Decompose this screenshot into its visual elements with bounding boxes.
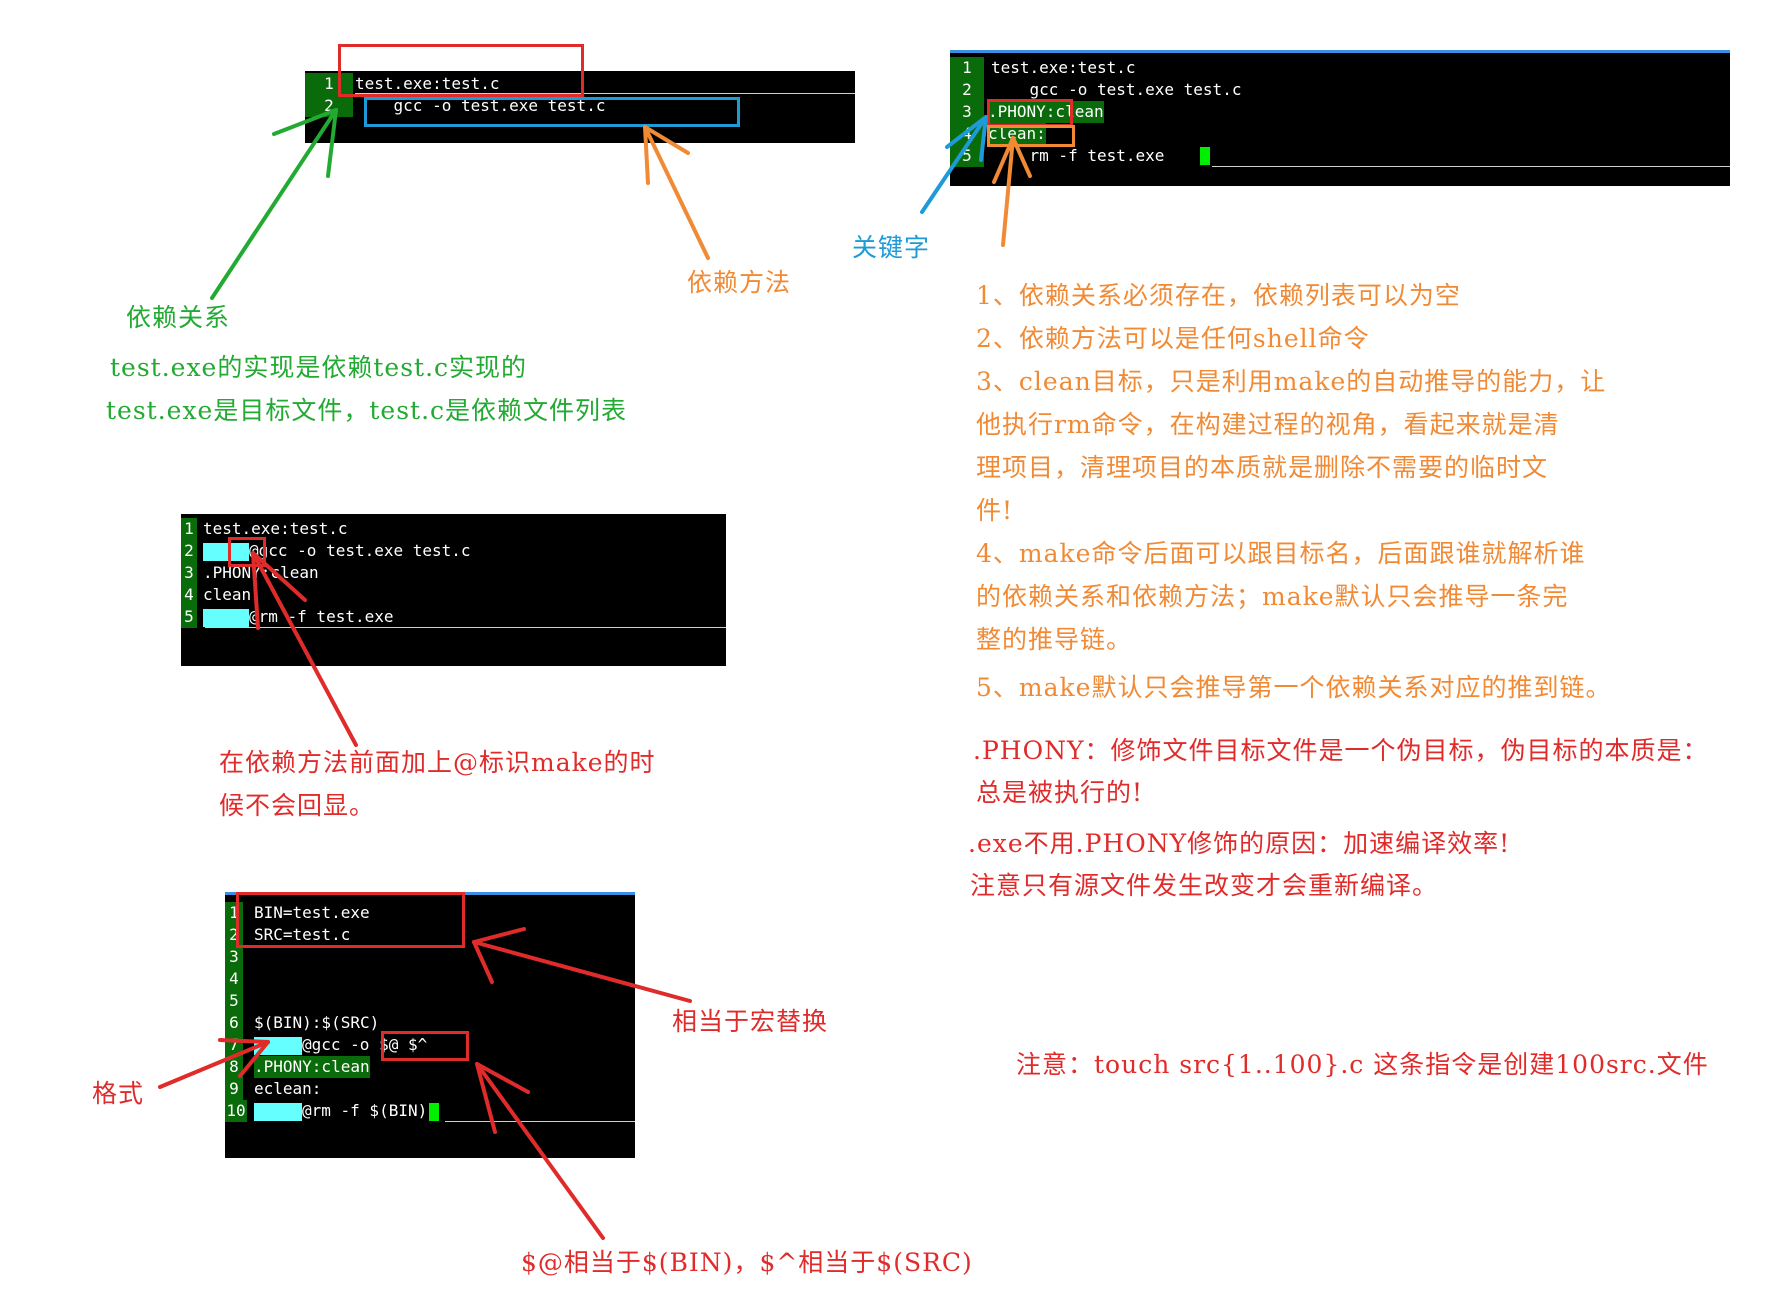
orange-arrow-method (643, 125, 710, 260)
cursorline-underline (355, 93, 855, 94)
terminal-3-line-1: 1 test.exe:test.c (181, 518, 726, 540)
line-number: 6 (225, 1012, 243, 1034)
note-2: 2、依赖方法可以是任何shell命令 (976, 324, 1370, 353)
cursorline-underline (1212, 166, 1730, 167)
line-number: 4 (950, 123, 984, 145)
terminal-3-line-4: 4 clean: (181, 584, 726, 606)
exe-note-line-1: .exe不用.PHONY修饰的原因：加速编译效率! (968, 829, 1511, 858)
terminal-4-line-5: 5 (225, 990, 635, 1012)
code-line: @rm -f test.exe (203, 606, 394, 628)
terminal-1: 1 test.exe:test.c 2 gcc -o test.exe test… (305, 71, 855, 159)
terminal-2-line-1: 1 test.exe:test.c (950, 57, 1730, 79)
note-3-line-3: 理项目，清理项目的本质就是删除不需要的临时文 (976, 453, 1549, 482)
terminal-4-line-10: 10 @rm -f $(BIN) (225, 1100, 635, 1122)
note-5: 5、make默认只会推导第一个依赖关系对应的推到链。 (976, 673, 1612, 702)
line-number: 5 (225, 990, 243, 1012)
code-text: @rm -f $(BIN) (302, 1101, 428, 1120)
phony-note-line-2: 总是被执行的! (976, 778, 1144, 807)
code-text: @rm -f test.exe (249, 607, 394, 626)
code-line: BIN=test.exe (254, 903, 370, 922)
note-3-line-4: 件! (976, 496, 1014, 525)
auto-vars-label: $@相当于$(BIN)，$^相当于$(SRC) (521, 1248, 973, 1277)
green-note-line-2: test.exe是目标文件，test.c是依赖文件列表 (106, 396, 628, 425)
line-number: 3 (950, 101, 984, 123)
line-number: 7 (225, 1034, 243, 1056)
clean-box (987, 125, 1075, 147)
note-4-line-1: 4、make命令后面可以跟目标名，后面跟谁就解析谁 (976, 539, 1586, 568)
code-line: test.exe:test.c (355, 74, 500, 93)
note-3-line-1: 3、clean目标，只是利用make的自动推导的能力，让 (976, 367, 1607, 396)
macro-label: 相当于宏替换 (672, 1007, 829, 1036)
line-number: 5 (950, 145, 984, 167)
dependency-relation-label: 依赖关系 (126, 303, 231, 332)
note-3-line-2: 他执行rm命令，在构建过程的视角，看起来就是清 (976, 410, 1560, 439)
cursor (429, 1102, 440, 1121)
terminal-4-line-3: 3 (225, 946, 635, 968)
code-line: .PHONY:clean (254, 1056, 370, 1078)
format-label: 格式 (92, 1079, 145, 1108)
cursorline-underline (205, 627, 726, 628)
window-top-border (950, 50, 1730, 53)
terminal-3-line-5: 5 @rm -f test.exe (181, 606, 726, 628)
touch-note: 注意：touch src{1..100}.c 这条指令是创建100src.文件 (1016, 1050, 1709, 1079)
tab-indent (254, 1102, 302, 1121)
phony-note-line-1: .PHONY：修饰文件目标文件是一个伪目标，伪目标的本质是： (973, 736, 1709, 765)
terminal-2-line-2: 2 gcc -o test.exe test.c (950, 79, 1730, 101)
line-number: 8 (225, 1056, 243, 1078)
tilde-marker: ~ (309, 140, 319, 159)
cursor (1200, 147, 1210, 165)
line-number: 1 (950, 57, 984, 79)
auto-vars-box (381, 1031, 469, 1061)
terminal-4-line-4: 4 (225, 968, 635, 990)
at-note-line-1: 在依赖方法前面加上@标识make的时 (219, 748, 656, 777)
line-number: 9 (225, 1078, 243, 1100)
terminal-4-line-9: 9 eclean: (225, 1078, 635, 1100)
keyword-label: 关键字 (852, 233, 931, 262)
code-line: test.exe:test.c (203, 519, 348, 538)
code-line: SRC=test.c (254, 925, 351, 944)
code-text: @gcc -o test.exe test.c (249, 541, 471, 560)
tab-indent (203, 608, 249, 627)
code-line: .PHONY:clean (988, 101, 1104, 123)
terminal-2-line-5: 5 rm -f test.exe (950, 145, 1730, 167)
code-line: clean: (203, 585, 261, 604)
line-number: 5 (181, 606, 197, 628)
terminal-2-line-3: 3 .PHONY:clean (950, 101, 1730, 123)
dependency-box (338, 44, 584, 97)
terminal-4-line-6: 6 $(BIN):$(SRC) (225, 1012, 635, 1034)
code-line: @rm -f $(BIN) (254, 1100, 440, 1122)
code-line: gcc -o test.exe test.c (355, 96, 606, 115)
tab-indent (254, 1036, 302, 1055)
variables-box (236, 892, 465, 948)
at-note-line-2: 候不会回显。 (219, 791, 376, 820)
line-number: 1 (305, 73, 353, 95)
exe-note-line-2: 注意只有源文件发生改变才会重新编译。 (970, 871, 1439, 900)
line-number: 3 (181, 562, 197, 584)
line-number: 2 (950, 79, 984, 101)
phony-box (987, 99, 1073, 127)
code-line: gcc -o test.exe test.c (991, 80, 1242, 99)
terminal-1-line-2: 2 gcc -o test.exe test.c (305, 95, 855, 117)
note-4-line-3: 整的推导链。 (976, 625, 1133, 654)
note-4-line-2: 的依赖关系和依赖方法；make默认只会推导一条完 (976, 582, 1569, 611)
line-number: 2 (305, 95, 353, 117)
terminal-1-line-1: 1 test.exe:test.c (305, 73, 855, 95)
line-number: 2 (181, 540, 197, 562)
code-line: rm -f test.exe (991, 146, 1175, 165)
note-1: 1、依赖关系必须存在，依赖列表可以为空 (976, 281, 1461, 310)
line-number: 4 (181, 584, 197, 606)
green-note-line-1: test.exe的实现是依赖test.c实现的 (110, 353, 528, 382)
line-number: 3 (225, 946, 243, 968)
code-line: eclean: (254, 1079, 322, 1098)
code-line: test.exe:test.c (991, 58, 1136, 77)
line-number: 4 (225, 968, 243, 990)
method-box (364, 97, 740, 127)
code-line: $(BIN):$(SRC) (254, 1013, 380, 1032)
cursorline-underline (445, 1121, 635, 1122)
at-sign-box (228, 537, 266, 567)
line-number: 1 (181, 518, 197, 540)
dependency-method-label: 依赖方法 (687, 268, 792, 297)
line-number: 10 (225, 1100, 247, 1122)
tab-indent (203, 542, 249, 561)
